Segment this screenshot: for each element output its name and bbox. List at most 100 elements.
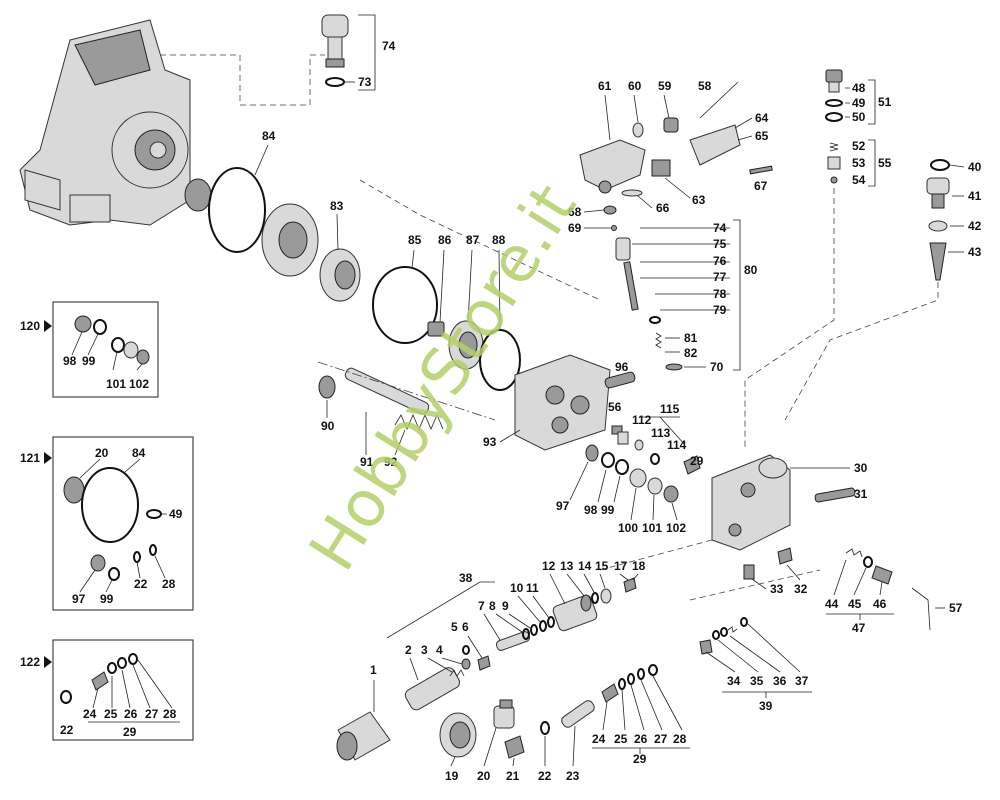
callout-90: 90 xyxy=(321,419,335,433)
leaders-44-46 xyxy=(833,559,883,596)
callout-88: 88 xyxy=(492,233,506,247)
callout-66: 66 xyxy=(656,201,670,215)
callout-5: 5 xyxy=(451,620,458,634)
callout-18: 18 xyxy=(632,559,646,573)
leader-4 xyxy=(441,657,463,665)
part-6 xyxy=(477,655,491,671)
callout-82: 82 xyxy=(684,346,698,360)
part-36-oring xyxy=(720,627,728,637)
callout-49: 49 xyxy=(852,96,866,110)
callout-101: 101 xyxy=(642,521,662,535)
kit-120-item-98: 98 xyxy=(63,354,77,368)
leader-7 xyxy=(483,613,501,641)
leader-6 xyxy=(467,635,483,659)
part-32 xyxy=(777,547,793,565)
part-60 xyxy=(632,122,644,138)
part-23 xyxy=(561,700,595,728)
bracket-29 xyxy=(592,747,690,754)
callout-15: 15 xyxy=(595,559,609,573)
callout-29-lower: 29 xyxy=(633,752,647,766)
part-31-bolt xyxy=(814,487,856,503)
callout-60: 60 xyxy=(628,79,642,93)
dash-link-52-55 xyxy=(744,188,835,450)
callout-84: 84 xyxy=(262,129,276,143)
kit-121-item-84: 84 xyxy=(132,446,146,460)
bracket-55 xyxy=(868,139,876,187)
callout-31: 31 xyxy=(854,487,868,501)
callout-114: 114 xyxy=(667,438,687,452)
callout-35: 35 xyxy=(750,674,764,688)
part-25-oring xyxy=(618,678,626,690)
part-4 xyxy=(461,658,471,670)
part-26-oring xyxy=(627,673,635,685)
part-102 xyxy=(663,485,679,503)
dash-link-73-74 xyxy=(160,54,325,106)
callout-63: 63 xyxy=(692,193,706,207)
kit-122: 122 24 25 26 27 28 22 29 xyxy=(20,639,194,741)
callout-17: 17 xyxy=(614,559,628,573)
kit-120-item-99: 99 xyxy=(82,354,96,368)
part-112 xyxy=(617,431,629,445)
part-56 xyxy=(611,425,623,435)
part-53 xyxy=(827,156,841,170)
leader-18 xyxy=(632,573,639,581)
callout-12: 12 xyxy=(542,559,556,573)
callout-11: 11 xyxy=(526,581,539,595)
kit-122-item-29: 29 xyxy=(123,725,137,739)
leader-15 xyxy=(599,573,606,589)
part-81-spring xyxy=(655,332,662,349)
leader-23 xyxy=(572,725,576,767)
kit-121-item-49: 49 xyxy=(169,507,183,521)
leader-92 xyxy=(394,429,406,456)
part-34 xyxy=(699,639,713,655)
leader-83 xyxy=(336,213,339,251)
part-68 xyxy=(603,205,617,215)
part-99-oring xyxy=(615,459,629,475)
kit-121-label: 121 xyxy=(20,451,40,465)
kit-121-item-28: 28 xyxy=(162,577,176,591)
kit-120-item-101: 101 xyxy=(106,377,126,391)
part-57-tube xyxy=(911,587,931,631)
leader-20 xyxy=(483,727,497,767)
leader-65 xyxy=(737,135,753,141)
part-24 xyxy=(601,683,619,703)
part-36-spring xyxy=(727,626,738,633)
part-54-ball xyxy=(830,176,838,184)
bracket-115 xyxy=(640,416,686,446)
dash-link-43 xyxy=(784,282,939,421)
part-98-oring xyxy=(601,452,615,468)
bracket-38 xyxy=(386,581,495,639)
callout-79: 79 xyxy=(713,303,727,317)
part-44-spring xyxy=(845,548,863,558)
leader-60 xyxy=(633,94,639,123)
leader-85 xyxy=(411,249,415,269)
part-7 xyxy=(495,631,531,651)
part-75-77-valve-stem xyxy=(615,237,639,311)
bracket-80 xyxy=(733,219,741,371)
leader-64 xyxy=(734,117,753,129)
kit-122-label: 122 xyxy=(20,655,40,669)
callout-43: 43 xyxy=(968,245,982,259)
leader-88 xyxy=(498,249,501,331)
kit-120-item-102: 102 xyxy=(129,377,149,391)
part-90-seal xyxy=(318,375,336,399)
callout-102: 102 xyxy=(666,521,686,535)
leader-59 xyxy=(663,94,670,119)
callout-7: 7 xyxy=(478,599,485,613)
part-14-oring xyxy=(591,592,599,604)
kit-120: 120 98 99 101 102 xyxy=(20,301,159,398)
callout-78: 78 xyxy=(713,287,727,301)
part-11-oring xyxy=(547,616,555,628)
callout-97: 97 xyxy=(556,499,570,513)
part-85-oring xyxy=(372,266,438,344)
leaders-48-50 xyxy=(845,87,850,118)
callout-42: 42 xyxy=(968,219,982,233)
leader-10 xyxy=(517,595,541,623)
leader-2 xyxy=(409,657,419,681)
leader-12 xyxy=(549,573,566,605)
callout-39: 39 xyxy=(759,699,773,713)
callout-64: 64 xyxy=(755,111,769,125)
leader-66 xyxy=(637,195,653,209)
callout-96: 96 xyxy=(615,360,629,374)
part-20-adapter xyxy=(493,699,515,729)
